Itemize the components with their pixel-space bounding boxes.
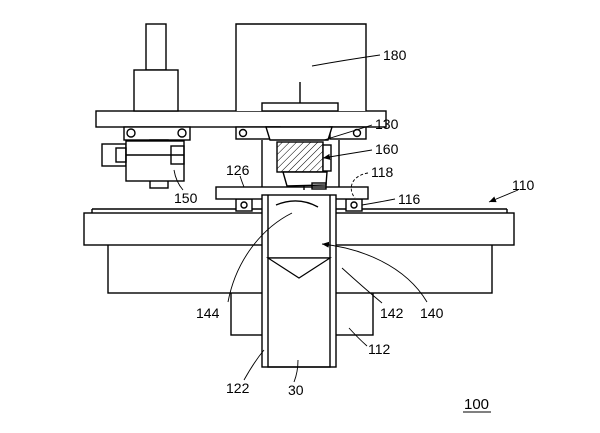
top-plate <box>95 110 387 128</box>
leader-126 <box>239 175 245 188</box>
roller-160 <box>282 171 328 187</box>
leader-130 <box>323 124 373 141</box>
label-112: 112 <box>368 341 391 357</box>
label-142: 142 <box>380 305 404 321</box>
leader-142 <box>341 267 383 304</box>
leader-160 <box>322 149 373 160</box>
leader-144 <box>227 212 293 303</box>
leader-116 <box>361 198 396 206</box>
leader-180 <box>311 54 381 67</box>
figure-number: 100 <box>464 396 489 413</box>
label-116: 116 <box>398 191 421 207</box>
cam-130 <box>276 141 324 173</box>
fastener-left-116 <box>235 198 253 212</box>
label-180: 180 <box>383 47 407 63</box>
label-150: 150 <box>174 190 198 206</box>
fastener-right-116 <box>345 198 363 212</box>
leader-112 <box>348 327 368 347</box>
label-110: 110 <box>512 177 535 193</box>
label-130: 130 <box>375 116 399 132</box>
rod-holder <box>133 69 179 112</box>
container-122 <box>261 194 337 368</box>
label-30: 30 <box>288 382 304 398</box>
label-126: 126 <box>226 162 250 178</box>
leader-122 <box>243 349 265 381</box>
motor-180 <box>235 23 367 111</box>
label-140: 140 <box>420 305 444 321</box>
motor-flange <box>261 102 339 112</box>
leader-118 <box>350 172 369 199</box>
leader-150 <box>173 169 184 191</box>
label-144: 144 <box>196 305 220 321</box>
cone-142 <box>265 257 333 279</box>
label-160: 160 <box>375 141 399 157</box>
label-122: 122 <box>226 380 250 396</box>
leader-30 <box>293 359 299 383</box>
leader-140 <box>321 241 428 303</box>
rod-upper <box>145 23 167 71</box>
leader-110 <box>488 189 519 203</box>
nozzle-144 <box>275 200 319 208</box>
label-118: 118 <box>371 164 394 180</box>
gear-housing <box>265 126 333 141</box>
